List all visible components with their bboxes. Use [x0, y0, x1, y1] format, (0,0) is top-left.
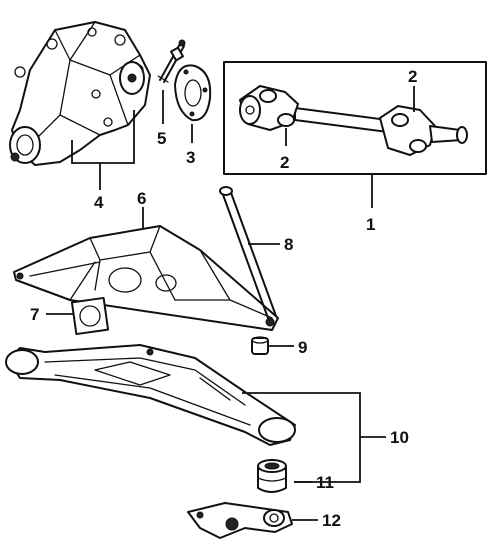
strut-rod — [219, 186, 277, 319]
crossmember-mount-pad — [70, 296, 110, 336]
callout-4: 4 — [94, 193, 104, 212]
callout-8: 8 — [284, 235, 293, 254]
crossmember — [13, 225, 279, 331]
callout-6: 6 — [137, 189, 146, 208]
callout-7: 7 — [30, 305, 39, 324]
flange-plate — [174, 64, 212, 122]
callout-3: 3 — [186, 148, 195, 167]
callout-9: 9 — [298, 338, 307, 357]
rear-subframe — [5, 344, 296, 446]
differential-housing — [9, 21, 151, 166]
callout-2-left: 2 — [280, 153, 289, 172]
driveshaft-box — [223, 61, 487, 175]
small-bushing — [251, 336, 269, 355]
rubber-mount — [257, 459, 287, 493]
mounting-bracket — [187, 502, 293, 539]
leader-lines — [46, 86, 415, 521]
callout-2-right: 2 — [408, 67, 417, 86]
callout-12: 12 — [322, 511, 341, 530]
callout-1: 1 — [366, 215, 375, 234]
driveshaft — [239, 85, 468, 156]
callout-10: 10 — [390, 428, 409, 447]
mounting-stud — [157, 39, 186, 83]
callout-11: 11 — [316, 473, 334, 492]
callout-5: 5 — [157, 129, 166, 148]
